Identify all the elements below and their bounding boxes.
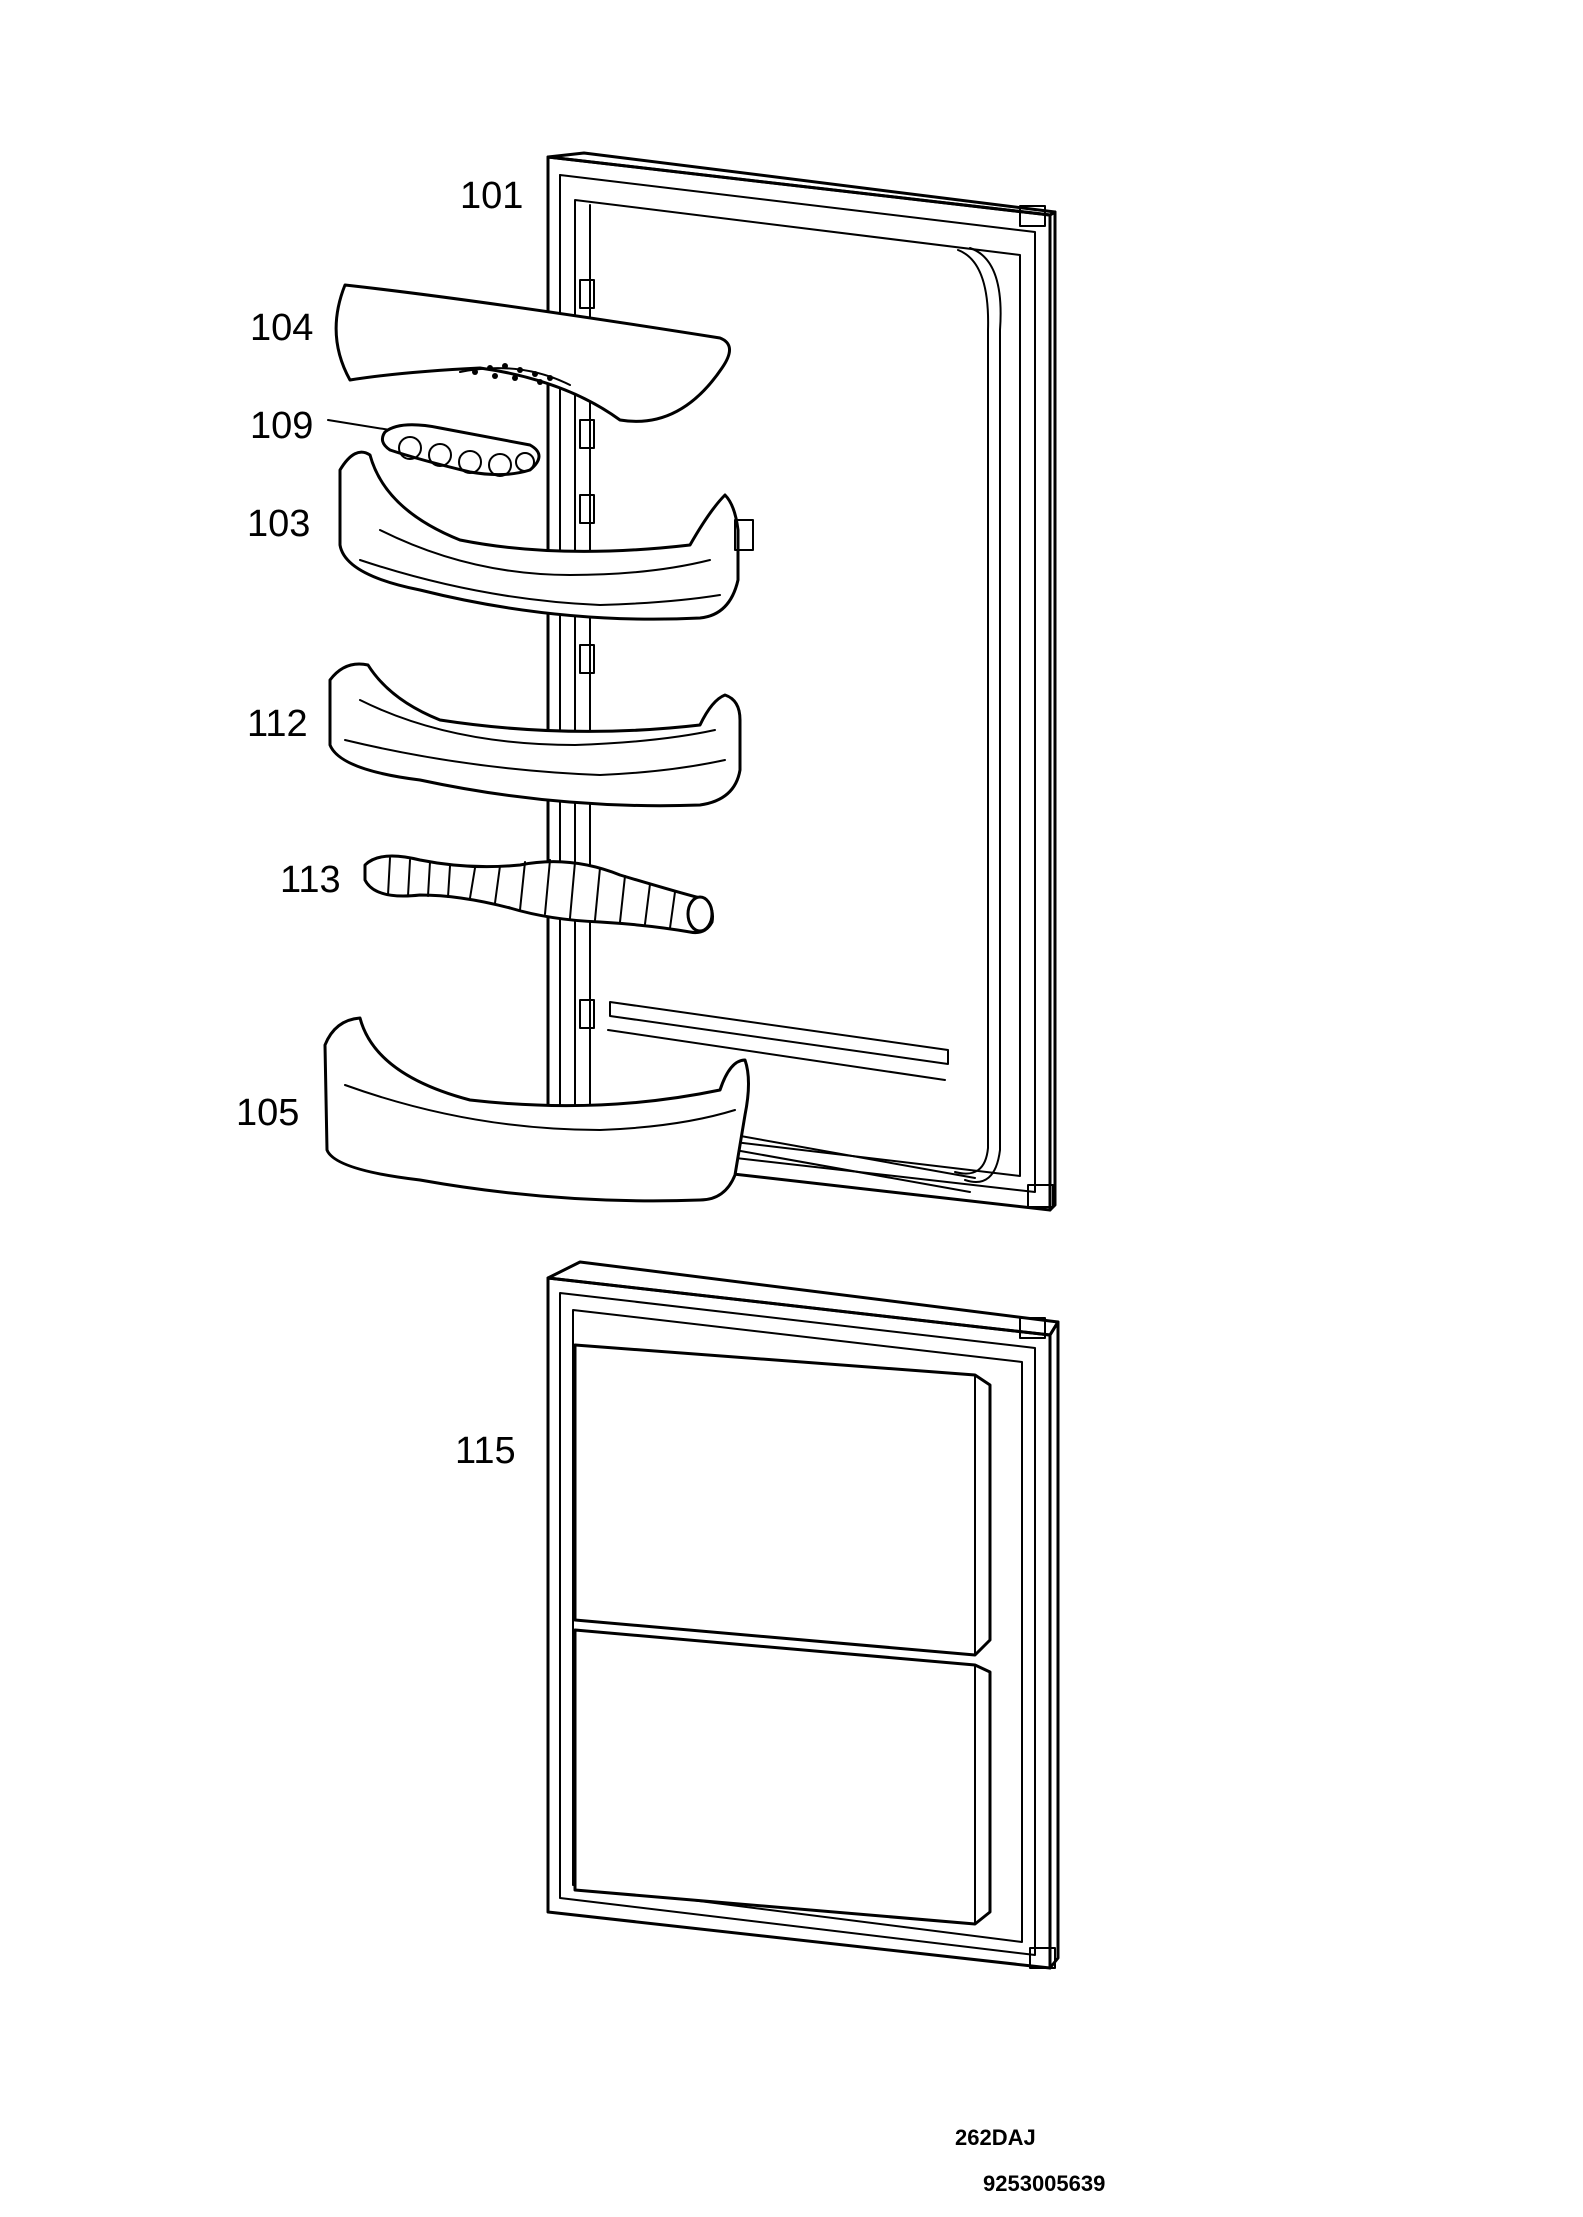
document-number: 9253005639 (983, 2171, 1106, 2196)
part-label-104: 104 (250, 307, 313, 349)
model-code: 262DAJ (955, 2125, 1036, 2150)
part-label-115: 115 (455, 1430, 516, 1472)
part-label-112: 112 (247, 703, 308, 745)
part-label-101: 101 (460, 175, 523, 217)
bottom-shelf-drawing (323, 1016, 750, 1203)
part-label-103: 103 (247, 503, 310, 545)
part-label-109: 109 (250, 405, 313, 447)
top-shelf-drawing (338, 450, 754, 621)
middle-shelf-drawing (328, 662, 742, 808)
part-label-113: 113 (280, 859, 341, 901)
lower-door-drawing (546, 1260, 1060, 1970)
shelf-cover-drawing (334, 283, 731, 423)
upper-door-drawing (546, 151, 1057, 1212)
bottle-holder-drawing (363, 854, 714, 934)
egg-tray-drawing (327, 419, 541, 477)
part-label-105: 105 (236, 1092, 299, 1134)
